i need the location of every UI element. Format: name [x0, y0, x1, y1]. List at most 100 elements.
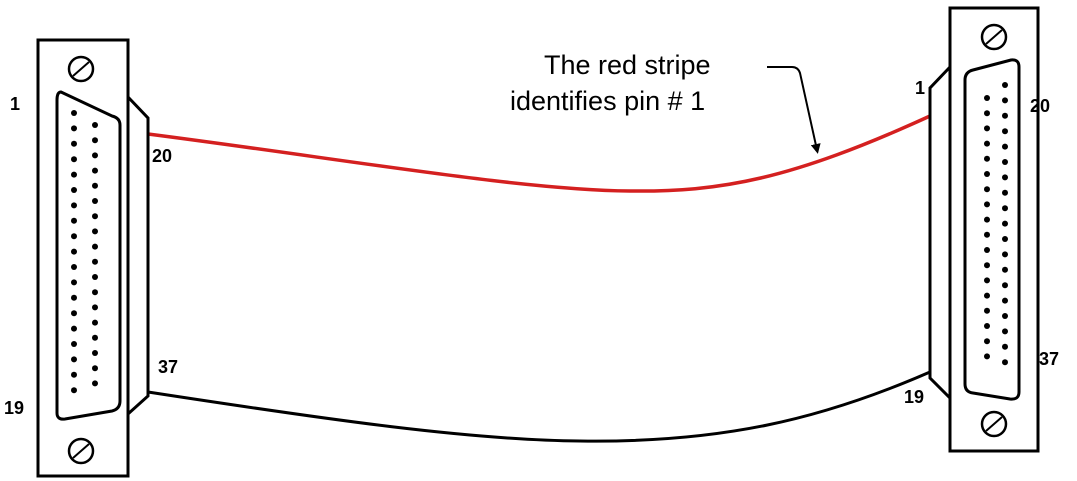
pin-dot [1002, 97, 1008, 104]
pin-dot [71, 171, 77, 178]
pin-dot [1002, 236, 1008, 242]
pin-dot [1002, 159, 1008, 165]
pin-dot [71, 279, 77, 286]
pin-dot [71, 356, 77, 363]
pin-dot [984, 247, 990, 253]
pin-dot [1002, 112, 1008, 119]
right-pin-label-1: 1 [915, 78, 925, 98]
pin-dot [1002, 189, 1008, 196]
pin-dot [71, 140, 77, 147]
annotation-line-2: identifies pin # 1 [510, 86, 705, 116]
left-bottom-screw-icon [67, 437, 95, 465]
pin-dot [1002, 282, 1008, 289]
pin-dot [71, 310, 77, 317]
pin-dot [984, 95, 990, 101]
pin-dot [1002, 313, 1008, 319]
pin-dot [92, 152, 98, 159]
left-dsub-shell [55, 90, 122, 421]
pin-dot [1002, 205, 1008, 212]
pin-dot [92, 243, 98, 250]
pin-dot [984, 171, 990, 177]
pin-dot [984, 307, 990, 314]
pin-dot [1002, 128, 1008, 135]
pin-dot [71, 325, 77, 332]
pin-dot [984, 110, 990, 117]
pin-dot [984, 216, 990, 223]
right-connector-flange [928, 63, 952, 402]
red-stripe-annotation: The red stripe identifies pin # 1 [510, 50, 821, 154]
pin-dot [1002, 220, 1008, 227]
left-pin-label-20: 20 [152, 146, 172, 166]
pin-dot [71, 341, 77, 347]
pin-dot [984, 262, 990, 269]
pin-dot [71, 187, 77, 193]
pin-dot [984, 323, 990, 329]
pin-dot [1002, 82, 1008, 88]
pin-dot [1002, 251, 1008, 258]
annotation-line-1: The red stripe [544, 50, 711, 80]
left-pin-label-19: 19 [4, 398, 24, 418]
left-pin-label-1: 1 [10, 94, 20, 114]
pin-dot [92, 274, 98, 280]
pin-dot [71, 387, 77, 394]
right-connector: 1 20 19 37 [904, 6, 1059, 453]
pin-dot [984, 338, 990, 345]
pin-dot [92, 334, 98, 341]
pin-dot [71, 125, 77, 132]
right-pin-label-37: 37 [1039, 349, 1059, 369]
pin-dot [71, 294, 77, 301]
pin-dot [92, 198, 98, 204]
pin-dot [92, 228, 98, 235]
pin-dot [92, 167, 98, 174]
right-dsub-shell [963, 58, 1021, 401]
pin-dot [92, 319, 98, 326]
pin-dot [71, 110, 77, 116]
pin-dot [92, 213, 98, 220]
pin-dot [92, 122, 98, 128]
pin-dot [1002, 343, 1008, 350]
pin-dot [71, 371, 77, 378]
red-stripe-wire [147, 114, 931, 193]
right-pin-label-19: 19 [904, 387, 924, 407]
pin-dot [984, 186, 990, 193]
pin-dot [92, 350, 98, 356]
pin-dot [984, 155, 990, 162]
right-bottom-screw-icon [980, 410, 1008, 438]
left-pin-array [71, 110, 98, 394]
pin-dot [1002, 359, 1008, 366]
pin-dot [71, 202, 77, 209]
pin-dot [1002, 174, 1008, 181]
pin-dot [984, 125, 990, 132]
pin-dot [984, 231, 990, 238]
pin-dot [71, 233, 77, 240]
pin-dot [71, 156, 77, 163]
pin-dot [92, 380, 98, 387]
pin-dot [71, 264, 77, 270]
pin-dot [1002, 266, 1008, 273]
pin-dot [92, 258, 98, 265]
pin-dot [71, 248, 77, 255]
pin-dot [92, 365, 98, 372]
pin-dot [71, 217, 77, 224]
pin-dot [984, 201, 990, 208]
pin-dot [92, 182, 98, 189]
pin-dot [1002, 328, 1008, 335]
left-pin-label-37: 37 [158, 357, 178, 377]
right-pin-label-20: 20 [1030, 96, 1050, 116]
pin-dot [92, 137, 98, 144]
black-edge-wire [147, 370, 931, 443]
pin-dot [92, 304, 98, 311]
pin-dot [92, 289, 98, 296]
pin-dot [1002, 143, 1008, 150]
left-connector-flange [126, 93, 150, 418]
pin-dot [984, 277, 990, 284]
right-top-screw-icon [980, 23, 1008, 51]
pin-dot [1002, 297, 1008, 304]
annotation-arrow [767, 66, 821, 154]
pin-dot [984, 292, 990, 299]
pin-dot [984, 353, 990, 360]
right-pin-array [984, 82, 1008, 366]
left-connector: 1 20 19 37 [4, 38, 178, 478]
left-top-screw-icon [67, 55, 95, 83]
